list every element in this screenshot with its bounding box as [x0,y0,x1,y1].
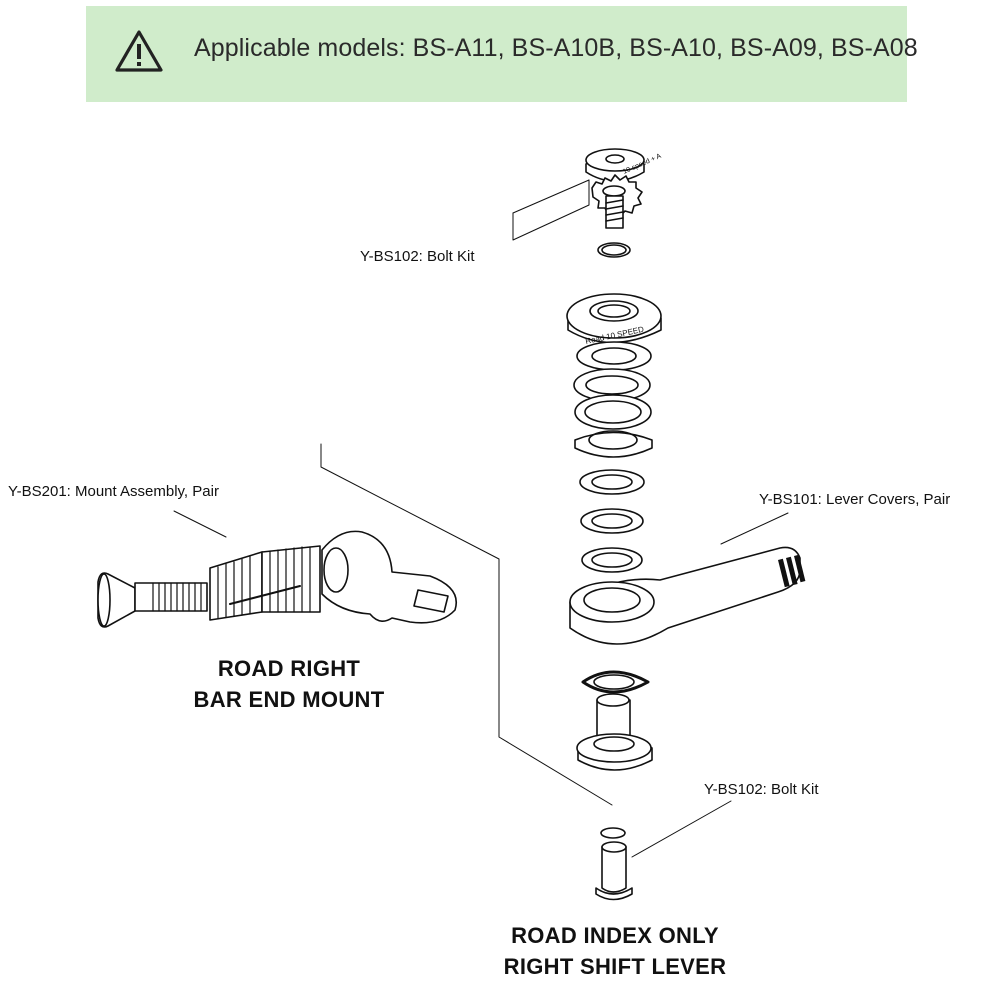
heading-bar-end-mount: ROAD RIGHT BAR END MOUNT [170,653,408,715]
top-bolt: 10 speed + A [585,148,663,258]
warning-triangle-icon [115,30,163,72]
heading-shift-lever: ROAD INDEX ONLY RIGHT SHIFT LEVER [470,920,760,982]
heading-lever-line-1: ROAD INDEX ONLY [511,923,719,948]
callout-bolt-kit-top: Y-BS102: Bolt Kit [360,248,475,265]
lever-stack: Road 10 SPEED [566,293,662,573]
callout-bolt-kit-bottom: Y-BS102: Bolt Kit [704,781,819,798]
heading-lever-line-2: RIGHT SHIFT LEVER [503,954,727,979]
bar-end-mount-assembly [97,530,457,628]
leader-lines [173,179,789,858]
applicable-models-text: Applicable models: BS-A11, BS-A10B, BS-A… [194,34,918,62]
heading-mount-line-2: BAR END MOUNT [193,687,385,712]
callout-lever-covers: Y-BS101: Lever Covers, Pair [759,491,951,508]
applicable-models-banner: Applicable models: BS-A11, BS-A10B, BS-A… [86,6,918,102]
shift-lever-body [569,546,806,645]
heading-mount-line-1: ROAD RIGHT [217,656,361,681]
lever-base [576,670,653,771]
bottom-bolt [595,827,633,901]
callout-mount-assembly: Y-BS201: Mount Assembly, Pair [8,483,219,500]
